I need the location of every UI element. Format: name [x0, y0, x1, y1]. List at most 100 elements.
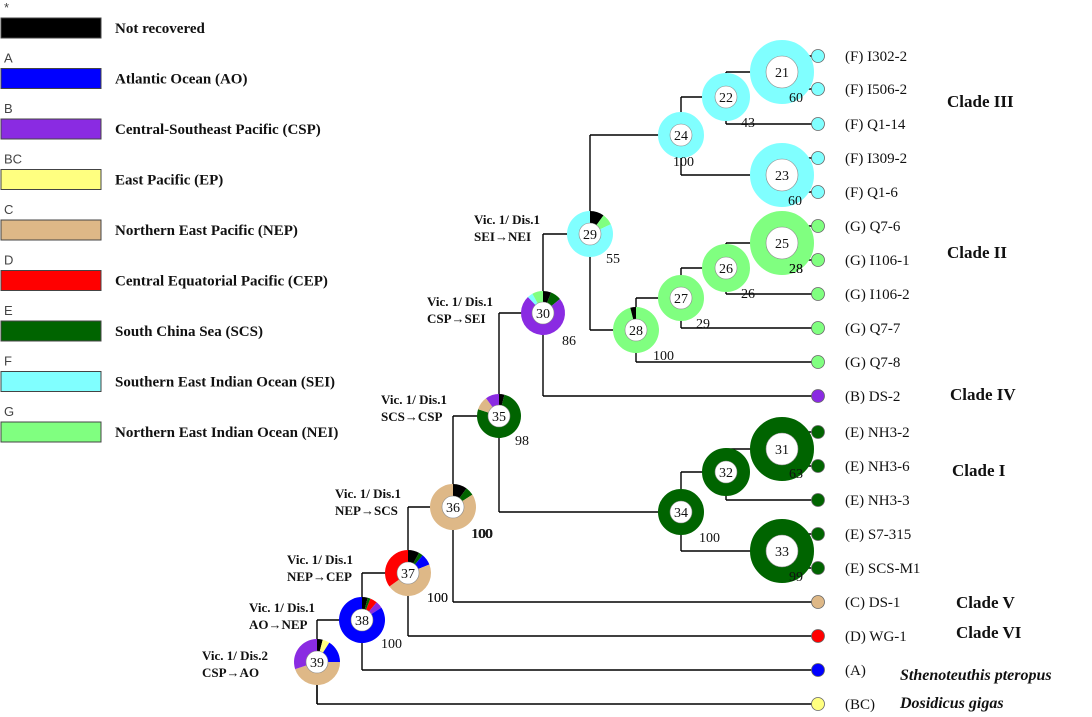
pie-slice-g [658, 275, 704, 321]
event-label: SCS→CSP [381, 409, 442, 424]
pie-slice-a [339, 597, 386, 644]
tip-marker-g [811, 253, 825, 267]
support-value: 60 [788, 194, 802, 209]
node-id: 26 [719, 262, 733, 277]
tip-label: (E) SCS-M1 [845, 561, 920, 577]
tip-marker-e [811, 425, 825, 439]
node-center [669, 286, 693, 310]
node-center [669, 500, 693, 524]
clade-label: Clade IV [950, 385, 1016, 404]
legend-swatch-c [0, 219, 102, 241]
pie-slice-b [486, 394, 499, 408]
tip-label: (G) Q7-8 [845, 355, 900, 371]
support-value: 60 [789, 91, 803, 106]
pie-slice-f [702, 73, 750, 121]
tip-marker-f [811, 185, 825, 199]
tip-label: (A) [845, 663, 866, 679]
legend-label: Southern East Indian Ocean (SEI) [115, 375, 335, 391]
legend-swatch-g [0, 421, 102, 443]
pie-slice-d [366, 598, 377, 612]
support-value: 63 [789, 467, 803, 482]
pie-slice-nr [453, 484, 467, 499]
node-center [487, 404, 511, 428]
pie-slice-f [750, 143, 814, 207]
node-center [350, 608, 374, 632]
pie-slice-c [430, 484, 476, 530]
event-label: CSP→SEI [427, 311, 486, 326]
legend-label: South China Sea (SCS) [115, 324, 263, 340]
node-center [714, 256, 738, 280]
pie-slice-e [477, 394, 521, 438]
legend-code: F [4, 354, 12, 369]
event-label: AO→NEP [249, 617, 308, 632]
legend-label: Central Equatorial Pacific (CEP) [115, 274, 328, 290]
legend-code: D [4, 253, 13, 268]
support-value: 28 [789, 262, 803, 277]
pie-slice-nr [630, 307, 636, 320]
tip-marker-f [811, 49, 825, 63]
node-center [396, 561, 420, 585]
tip-label: (E) NH3-2 [845, 425, 910, 441]
support-value: 100 [472, 527, 493, 542]
pie-slice-b [369, 602, 382, 615]
pie-slice-c [389, 564, 431, 596]
legend-code: * [4, 0, 9, 15]
node-center [765, 55, 799, 89]
tip-marker-f [811, 117, 825, 131]
pie-slice-g [750, 211, 814, 275]
pie-slice-f [750, 40, 814, 104]
tip-label: (C) DS-1 [845, 595, 900, 611]
node-id: 33 [775, 545, 789, 560]
pie-slice-e [413, 552, 423, 565]
tip-marker-c [811, 595, 825, 609]
tip-label: (F) I302-2 [845, 49, 907, 65]
pie-slice-b [294, 639, 317, 670]
legend-code: B [4, 101, 13, 116]
legend-label: Northern East Indian Ocean (NEI) [115, 425, 338, 441]
pie-slice-f [567, 211, 613, 257]
support-value: 99 [789, 570, 803, 585]
tip-label: (E) NH3-3 [845, 493, 910, 509]
node-center [305, 650, 329, 674]
tree-branches [316, 55, 818, 705]
clade-label: Clade VI [956, 623, 1022, 642]
node-id: 35 [492, 410, 506, 425]
pie-slice-nr [362, 597, 368, 610]
node-id: 32 [719, 466, 733, 481]
pie-slice-f [527, 293, 538, 305]
pie-slice-bc [319, 639, 330, 653]
pie-slice-nr [408, 550, 420, 564]
event-label: SEI→NEI [474, 229, 531, 244]
tip-label: (G) Q7-7 [845, 321, 901, 337]
node-id: 22 [719, 91, 733, 106]
node-center [714, 460, 738, 484]
pie-slice-e [750, 417, 814, 481]
pie-slice-nr [590, 211, 604, 226]
clade-label: Clade II [947, 243, 1007, 262]
support-value: 98 [515, 434, 529, 449]
legend-label: Northern East Pacific (NEP) [115, 223, 298, 239]
event-label: CSP→AO [202, 665, 259, 680]
support-value: 100 [653, 349, 674, 364]
tip-marker-e [811, 493, 825, 507]
node-id: 38 [355, 614, 369, 629]
tip-markers [811, 49, 825, 711]
pie-slice-g [532, 291, 543, 304]
tip-marker-b [811, 389, 825, 403]
node-id: 36 [446, 501, 460, 516]
pie-slice-c [478, 398, 493, 413]
legend-code: E [4, 303, 13, 318]
support-value: 100 [427, 591, 448, 606]
event-label: Vic. 1/ Dis.1 [249, 600, 315, 615]
node-id: 39 [310, 656, 324, 671]
support-value: 26 [741, 287, 755, 302]
pie-slice-nr [499, 394, 505, 406]
legend-swatch-e [0, 320, 102, 342]
tip-marker-g [811, 355, 825, 369]
node-id: 30 [536, 307, 550, 322]
event-label: Vic. 1/ Dis.1 [381, 392, 447, 407]
pie-slice-g [702, 244, 750, 292]
